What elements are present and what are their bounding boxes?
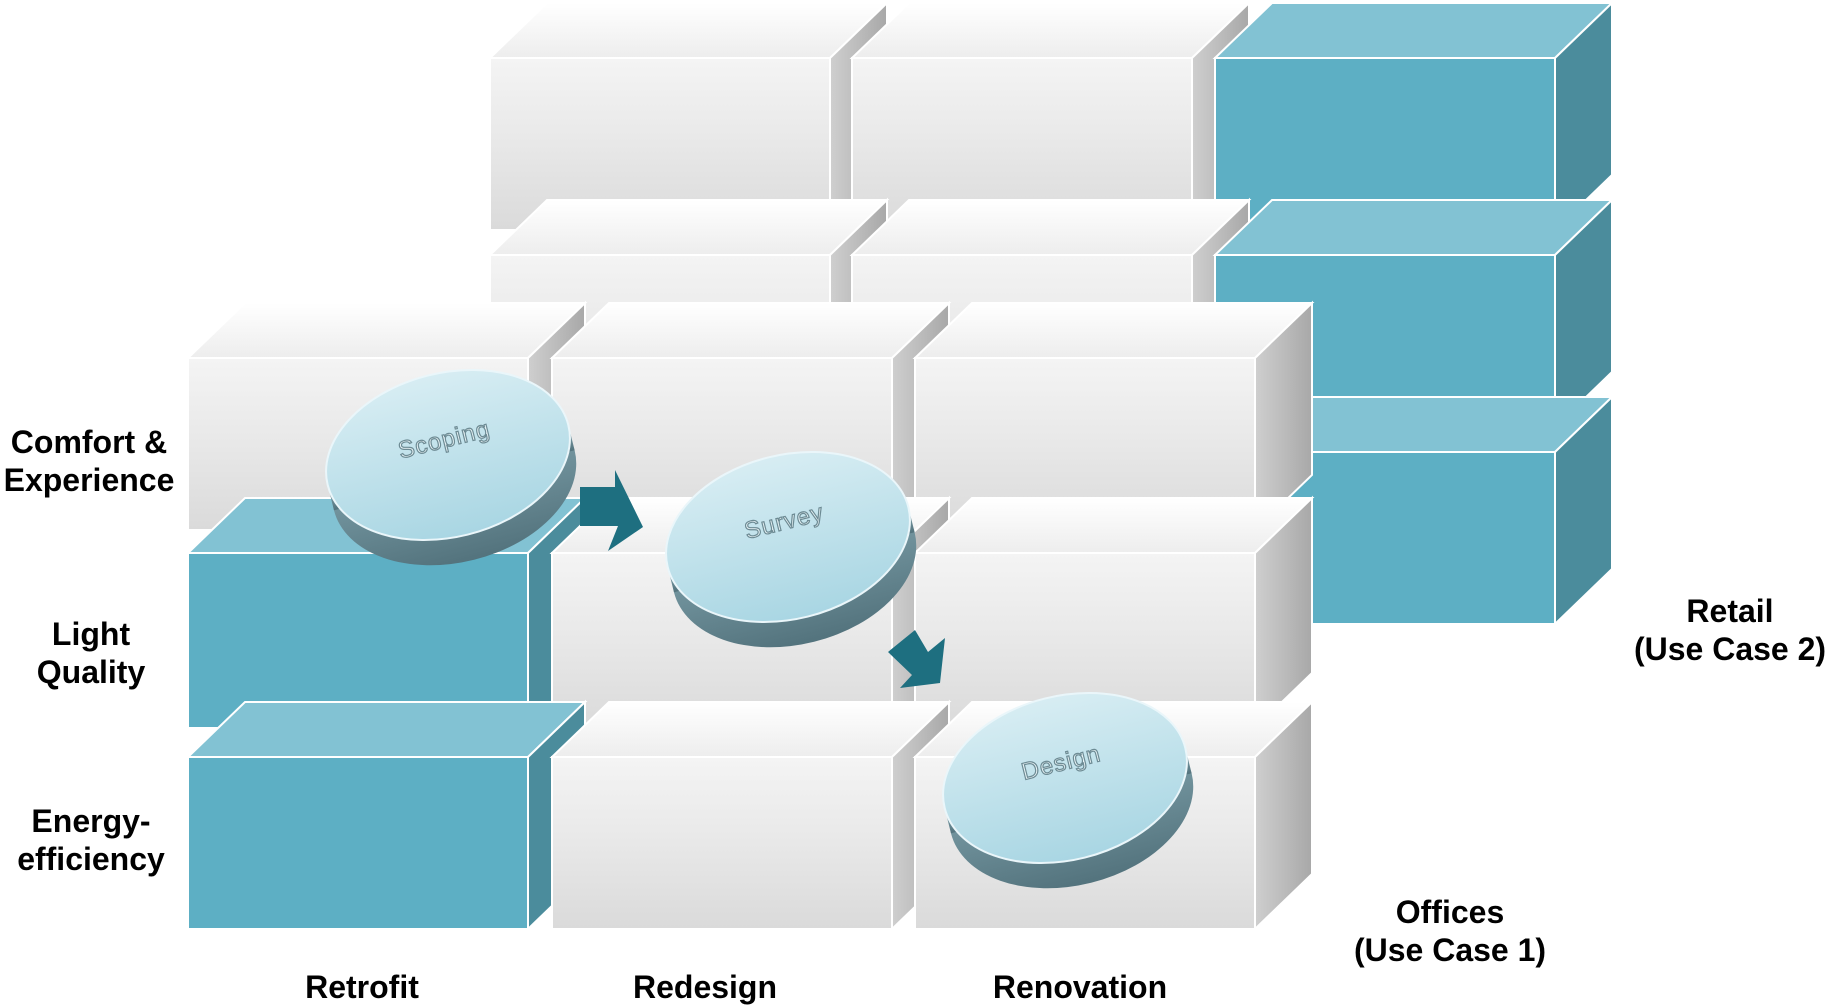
cube-layer (185, 0, 1615, 932)
arrow-layer (580, 470, 945, 688)
depth-label-line: (Use Case 1) (1353, 932, 1547, 968)
depth-label-retail: Retail (Use Case 2) (1630, 592, 1829, 668)
arrow-scoping-to-survey (580, 470, 643, 551)
cube-top-face (849, 2, 1252, 59)
front-cube-r3-c1 (185, 699, 588, 932)
row-label-line: Quality (36, 654, 146, 690)
cube-top-face (549, 302, 952, 359)
column-label-redesign: Redesign (632, 969, 778, 1005)
row-label-line: Experience (3, 462, 175, 498)
row-label-comfort: Comfort & Experience (0, 423, 178, 499)
row-label-line: efficiency (17, 841, 165, 877)
cube-front-face (187, 756, 529, 930)
cube-top-face (849, 199, 1252, 256)
cube-top-face (185, 701, 588, 758)
step-disc-scoping: Scoping (325, 368, 577, 566)
back-cube-r1-c2 (849, 0, 1252, 233)
disc-top (325, 368, 571, 542)
arrow-survey-to-design (888, 630, 945, 688)
cube-front-face (551, 756, 893, 930)
row-label-line: Energy- (31, 803, 151, 839)
depth-label-line: (Use Case 2) (1633, 631, 1827, 667)
cube-top-face (487, 2, 890, 59)
cube-front-face (187, 552, 529, 729)
back-cube-r1-c1 (487, 0, 890, 233)
disc-top (665, 450, 911, 624)
row-label-line: Comfort & (10, 424, 168, 460)
depth-label-line: Offices (1395, 894, 1505, 930)
cube-top-face (1212, 2, 1615, 59)
disc-top (942, 691, 1188, 865)
cube-top-face (1212, 199, 1615, 256)
cube-top-face (912, 302, 1315, 359)
cube-top-face (487, 199, 890, 256)
column-label-renovation: Renovation (992, 969, 1168, 1005)
front-cube-r2-c3 (912, 495, 1315, 731)
row-label-light: Light Quality (0, 615, 182, 691)
row-label-energy: Energy- efficiency (0, 802, 182, 878)
step-disc-design: Design (942, 691, 1194, 889)
depth-label-line: Retail (1686, 593, 1774, 629)
step-disc-survey: Survey (665, 450, 917, 648)
column-label-retrofit: Retrofit (305, 969, 419, 1005)
front-cube-r3-c2 (549, 699, 952, 932)
back-cube-r1-c3 (1212, 0, 1615, 233)
cube-top-face (185, 302, 588, 359)
front-cube-r1-c3 (912, 300, 1315, 533)
cube-top-face (912, 497, 1315, 554)
depth-label-offices: Offices (Use Case 1) (1350, 893, 1550, 969)
row-label-line: Light (51, 616, 131, 652)
cube-top-face (549, 701, 952, 758)
